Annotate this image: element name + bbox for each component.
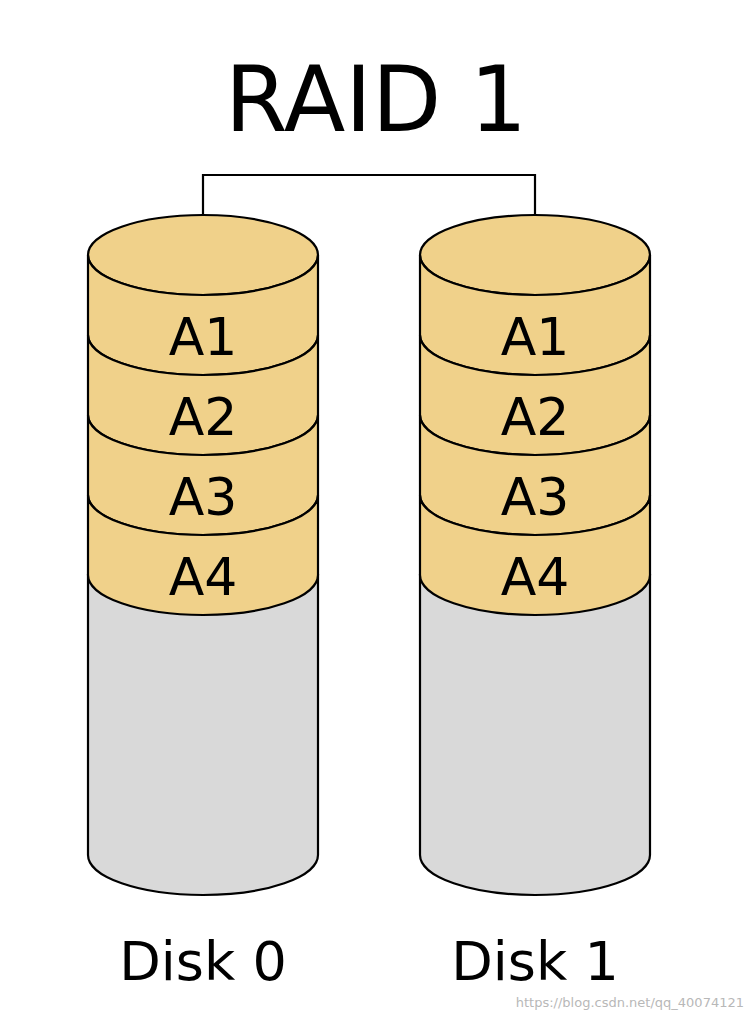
block-label: A1 (418, 306, 652, 368)
watermark: https://blog.csdn.net/qq_40074121 (516, 995, 744, 1011)
data-block-band: A4 (418, 495, 652, 615)
disk-cylinder: A1A2A3A4Disk 0 (86, 214, 320, 904)
empty-space (88, 575, 318, 895)
data-block-band: A4 (86, 495, 320, 615)
disk-cylinder: A1A2A3A4Disk 1 (418, 214, 652, 904)
block-label: A4 (418, 546, 652, 608)
data-block-band: A2 (86, 335, 320, 455)
block-label: A2 (418, 386, 652, 448)
disk-name: Disk 0 (86, 930, 320, 994)
block-label: A2 (86, 386, 320, 448)
block-label: A1 (86, 306, 320, 368)
diagram-title: RAID 1 (0, 55, 752, 145)
data-block-band: A1 (418, 255, 652, 375)
data-block-band: A3 (418, 415, 652, 535)
empty-space (420, 575, 650, 895)
data-block-band: A1 (86, 255, 320, 375)
data-block-band: A2 (418, 335, 652, 455)
mirror-link (203, 175, 535, 214)
block-label: A4 (86, 546, 320, 608)
data-block-band: A3 (86, 415, 320, 535)
block-label: A3 (86, 466, 320, 528)
disk-name: Disk 1 (418, 930, 652, 994)
block-label: A3 (418, 466, 652, 528)
